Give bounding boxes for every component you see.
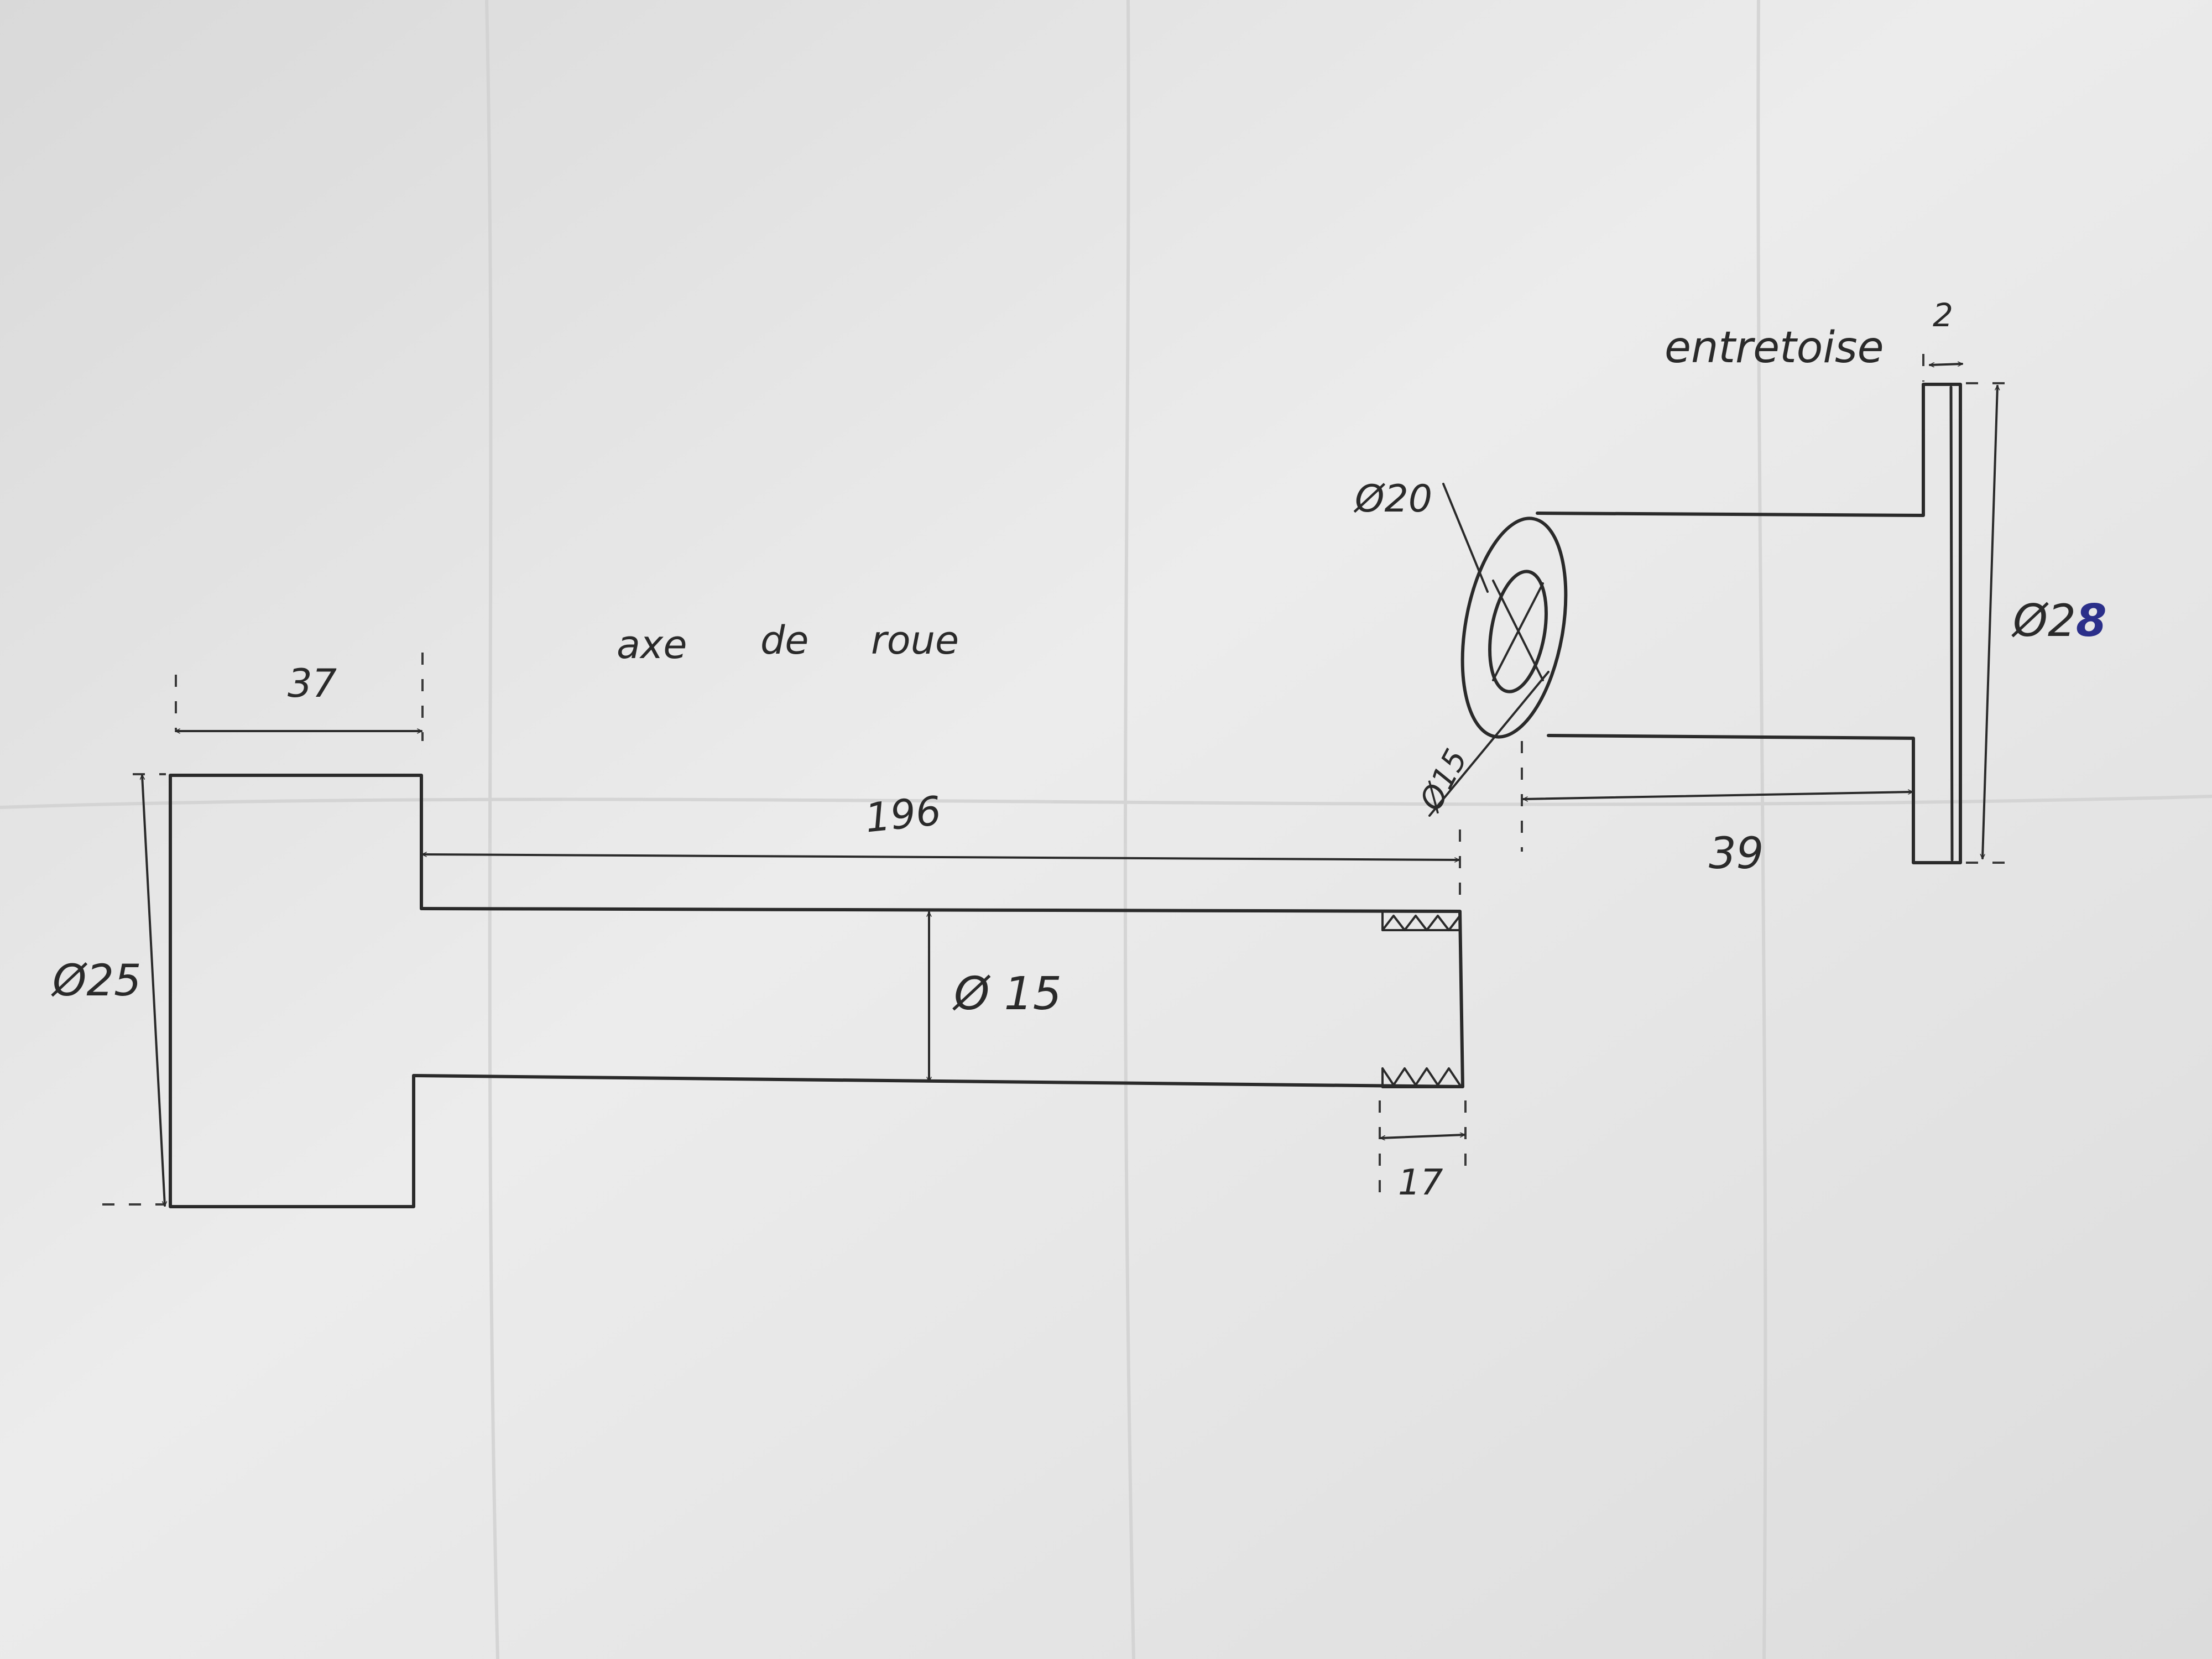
- dim-label-flange-thickness: 2: [1933, 296, 1953, 334]
- dim-line-shaft-length: [421, 854, 1460, 860]
- dim-line-spacer-length: [1522, 792, 1913, 799]
- dim-line-head-diameter: [142, 774, 165, 1207]
- dim-label-head-diameter: Ø25: [51, 956, 142, 1006]
- axle-head-outline: [169, 774, 423, 1208]
- dim-label-shaft-diameter: Ø 15: [952, 968, 1062, 1020]
- dim-line-thread-length: [1380, 1135, 1465, 1138]
- dim-label-flange-diameter: Ø28: [2011, 595, 2107, 646]
- spacer-end-view-inner: [1488, 570, 1548, 693]
- leader-outer-diameter: [1442, 483, 1489, 593]
- axle-drawing: axe de roue 37 196 Ø25 Ø 15 17: [51, 618, 1467, 1208]
- spacer-flange-inner-edge: [1949, 385, 1954, 862]
- axle-shaft-outline: [412, 907, 1464, 1088]
- dim-label-shaft-length: 196: [863, 787, 943, 842]
- spacer-end-view-cross: [1492, 580, 1544, 681]
- axle-title-word-3: roue: [871, 618, 959, 663]
- axle-title-word-2: de: [760, 618, 809, 663]
- dim-label-spacer-length: 39: [1709, 829, 1764, 879]
- axle-title-word-1: axe: [617, 622, 687, 667]
- dim-label-spacer-outer-diameter: Ø20: [1353, 477, 1432, 521]
- dim-line-flange-thickness: [1929, 364, 1963, 365]
- dim-line-flange-diameter: [1983, 385, 1997, 859]
- axle-thread-bottom: [1381, 1067, 1464, 1088]
- spacer-title: entretoise: [1665, 323, 1884, 373]
- leader-inner-diameter: [1428, 671, 1550, 817]
- dim-label-thread-length: 17: [1398, 1162, 1443, 1203]
- axle-thread-top: [1381, 911, 1461, 931]
- spacer-drawing: entretoise Ø20 Ø15 2 Ø28 39: [1353, 296, 2107, 879]
- spacer-side-view-outline: [1536, 383, 1962, 864]
- dim-label-head-length: 37: [288, 661, 337, 706]
